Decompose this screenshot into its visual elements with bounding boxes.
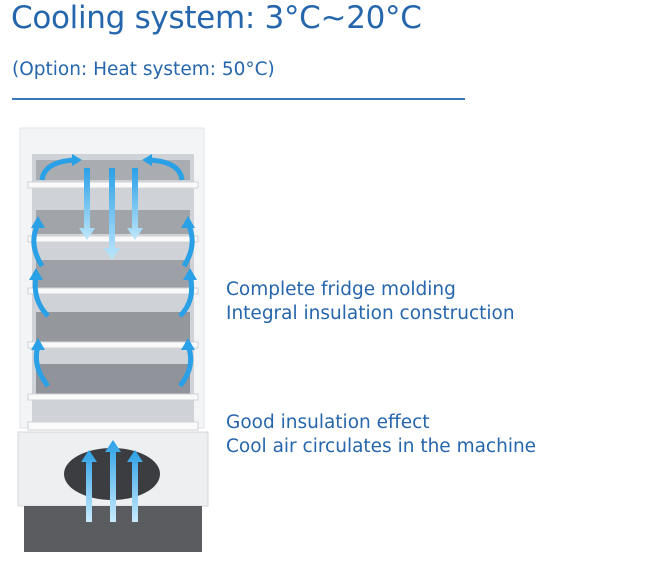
up-arrows	[81, 440, 143, 522]
feature-line: Good insulation effect	[226, 412, 430, 433]
page-subtitle: (Option: Heat system: 50°C)	[12, 59, 275, 80]
feature-block-insulation: Complete fridge molding Integral insulat…	[226, 278, 515, 326]
feature-line: Complete fridge molding	[226, 279, 456, 300]
divider	[12, 98, 465, 100]
page-title: Cooling system: 3°C~20°C	[11, 0, 422, 36]
feature-line: Cool air circulates in the machine	[226, 436, 537, 457]
feature-block-circulation: Good insulation effect Cool air circulat…	[226, 411, 536, 459]
vending-machine-cooling-illustration	[17, 127, 209, 552]
down-arrows	[79, 168, 143, 260]
feature-line: Integral insulation construction	[226, 303, 515, 324]
